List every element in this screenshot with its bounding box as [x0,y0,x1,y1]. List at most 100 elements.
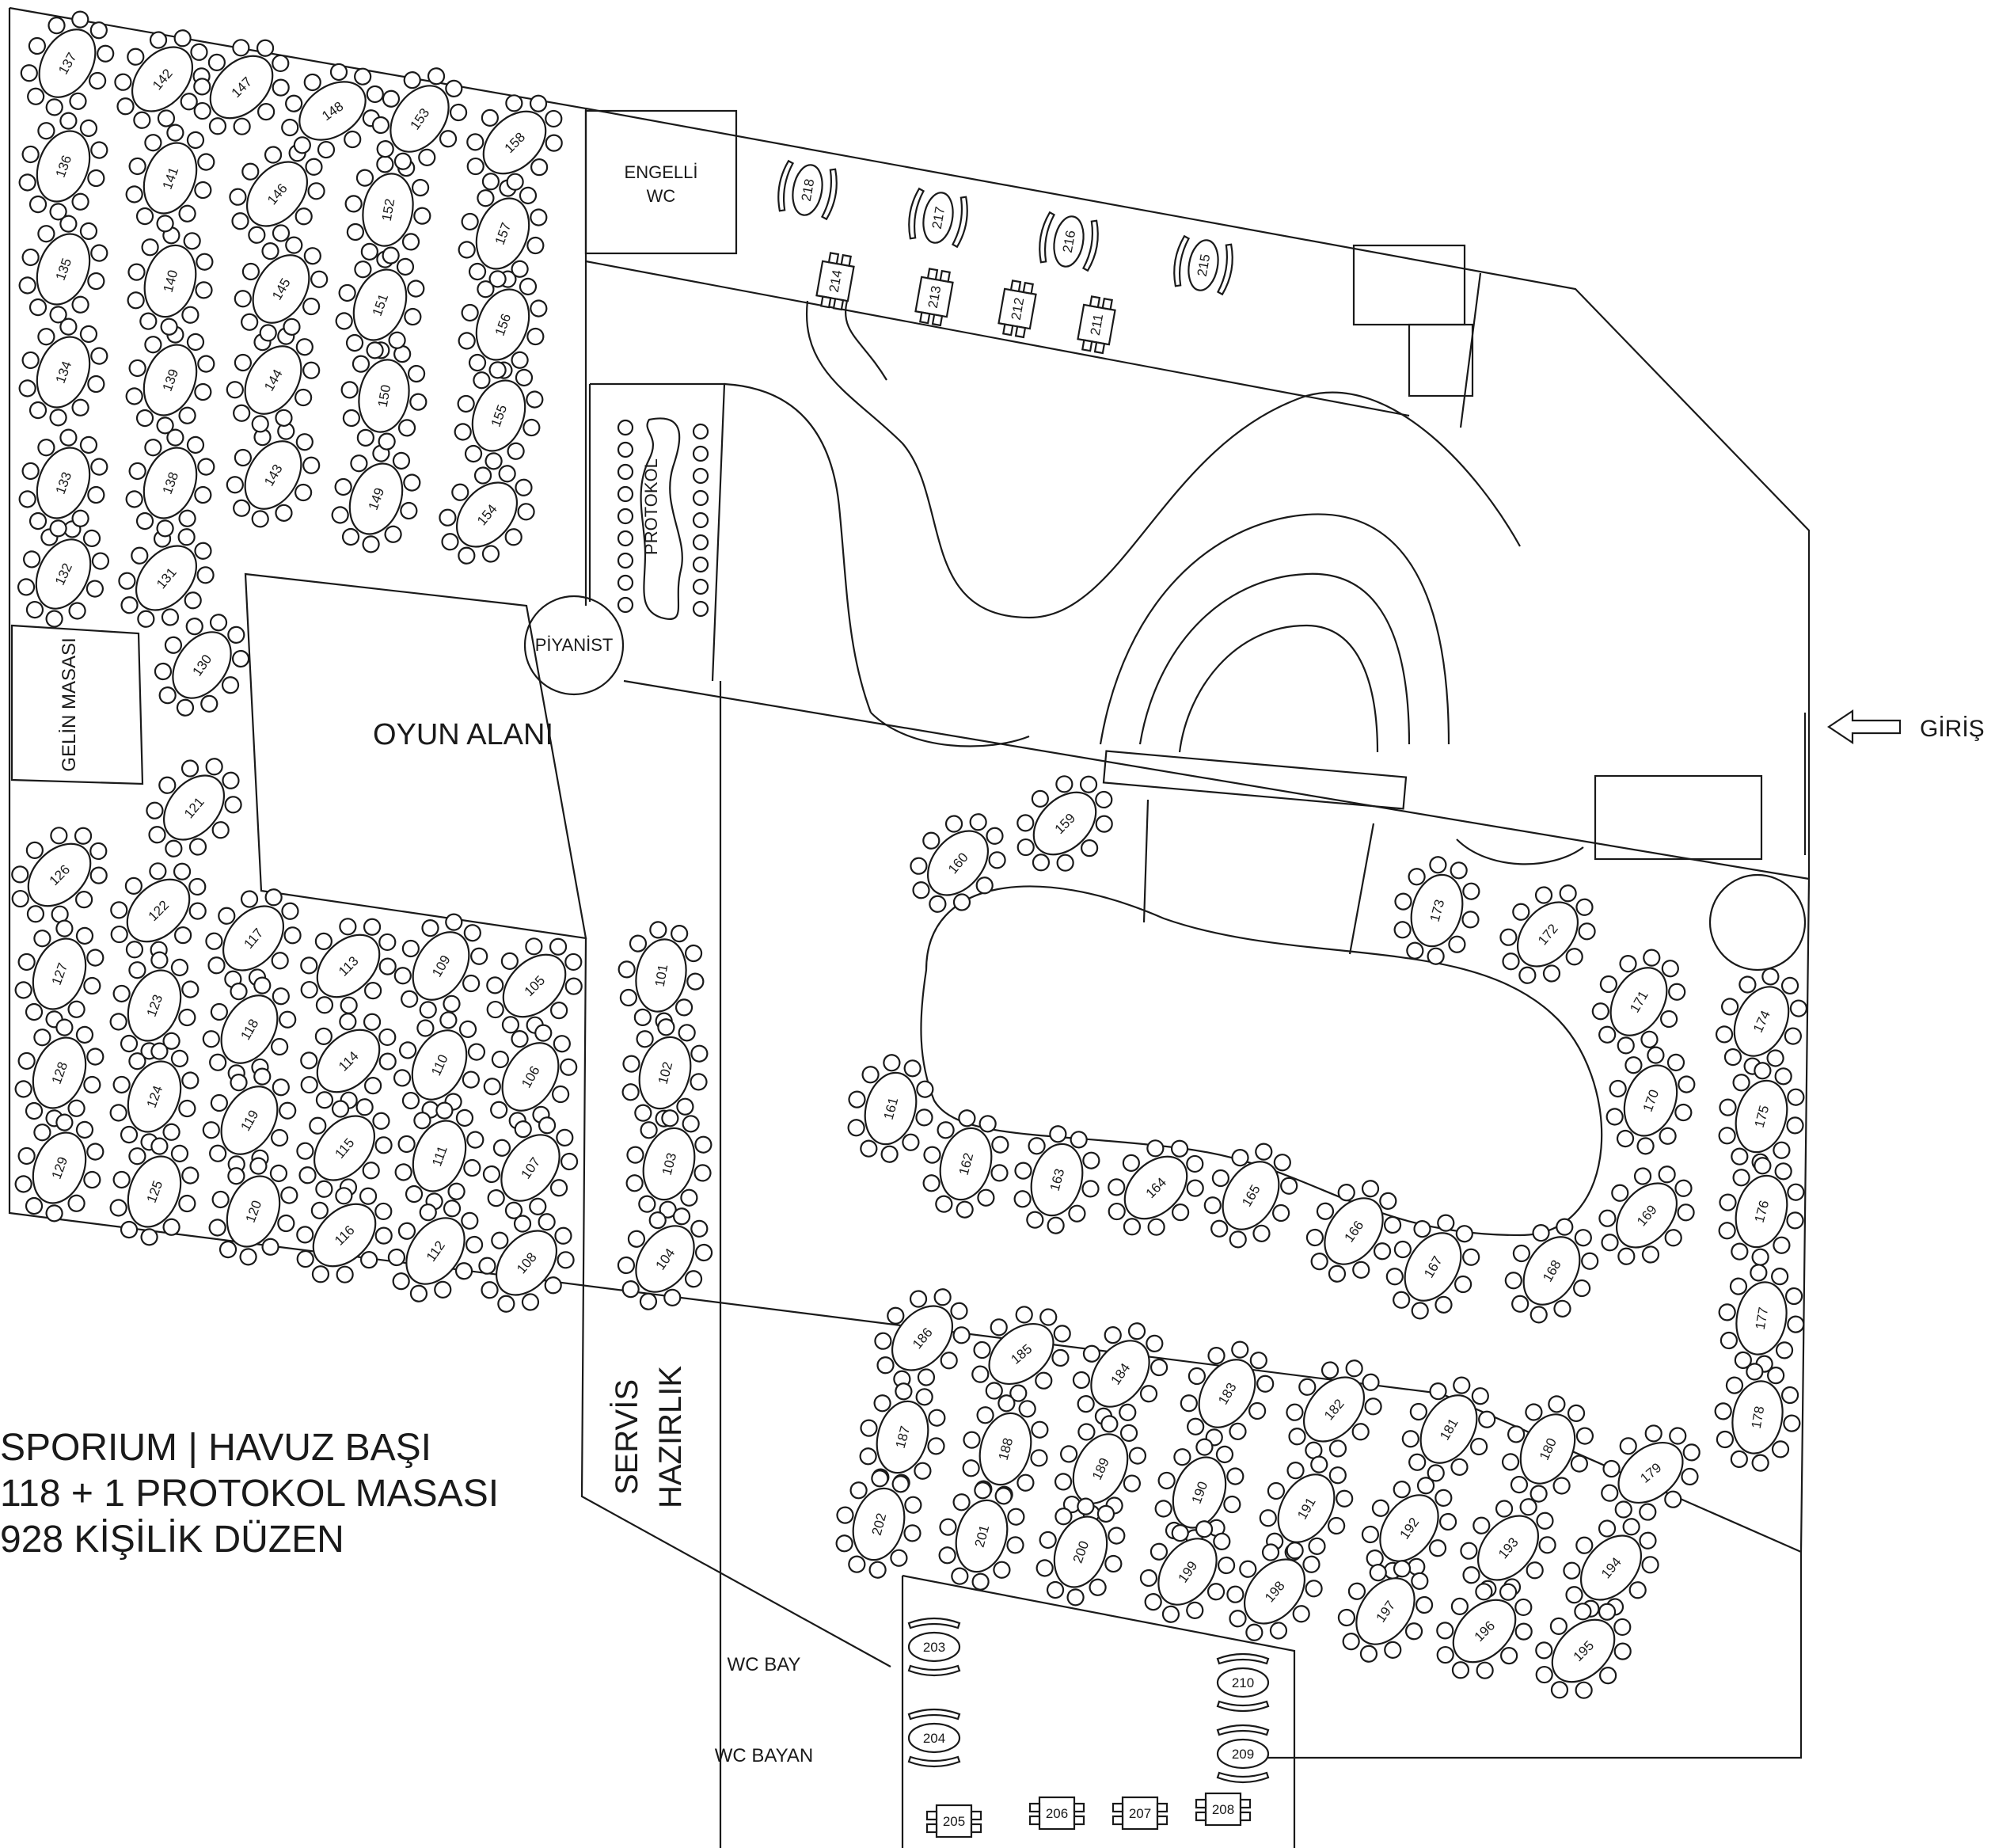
round-table-193[interactable]: 193 [1442,1481,1575,1616]
round-table-157[interactable]: 157 [445,169,561,297]
round-table-140[interactable]: 140 [116,219,226,343]
round-table-168[interactable]: 168 [1488,1204,1615,1337]
round-table-176[interactable]: 176 [1707,1150,1817,1273]
round-table-198[interactable]: 198 [1208,1524,1341,1660]
round-table-112[interactable]: 112 [370,1184,500,1318]
square-table-207[interactable]: 207 [1112,1796,1168,1831]
round-table-197[interactable]: 197 [1320,1544,1450,1679]
round-table-190[interactable]: 190 [1142,1428,1258,1556]
round-table-164[interactable]: 164 [1089,1120,1223,1255]
round-table-152[interactable]: 152 [336,151,439,269]
round-table-114[interactable]: 114 [281,994,416,1128]
round-table-185[interactable]: 185 [954,1287,1089,1420]
round-table-119[interactable]: 119 [186,1054,313,1187]
round-table-108[interactable]: 108 [460,1196,593,1331]
round-table-126[interactable]: 126 [0,808,127,942]
round-table-148[interactable]: 148 [265,46,400,176]
round-table-125[interactable]: 125 [97,1127,213,1255]
round-table-202[interactable]: 202 [824,1462,934,1586]
round-table-137[interactable]: 137 [4,0,131,130]
round-table-115[interactable]: 115 [278,1081,411,1216]
sofa-table-218[interactable]: 218 [775,159,840,221]
round-table-183[interactable]: 183 [1164,1327,1290,1460]
round-table-141[interactable]: 141 [112,114,229,241]
sofa-table-217[interactable]: 217 [906,187,971,249]
round-table-147[interactable]: 147 [174,20,309,154]
sofa-table-216[interactable]: 216 [1036,211,1101,272]
round-table-166[interactable]: 166 [1289,1164,1419,1299]
round-table-136[interactable]: 136 [6,102,122,230]
round-table-105[interactable]: 105 [467,918,602,1053]
round-table-163[interactable]: 163 [1002,1118,1112,1242]
round-table-150[interactable]: 150 [332,337,435,455]
round-table-192[interactable]: 192 [1344,1461,1474,1595]
round-table-135[interactable]: 135 [6,205,122,333]
round-table-161[interactable]: 161 [836,1047,946,1170]
round-table-129[interactable]: 129 [2,1104,118,1231]
round-table-103[interactable]: 103 [614,1102,724,1226]
round-table-138[interactable]: 138 [112,419,229,546]
round-table-160[interactable]: 160 [891,796,1024,931]
round-table-180[interactable]: 180 [1487,1383,1609,1514]
round-table-182[interactable]: 182 [1267,1342,1400,1477]
round-table-153[interactable]: 153 [355,51,484,186]
round-table-158[interactable]: 158 [447,75,582,210]
round-table-113[interactable]: 113 [281,899,416,1033]
sofa-table-203[interactable]: 203 [907,1617,961,1677]
square-table-213[interactable]: 213 [914,268,954,327]
square-table-214[interactable]: 214 [815,252,855,311]
sofa-table-204[interactable]: 204 [907,1708,961,1768]
round-table-118[interactable]: 118 [186,963,313,1096]
round-table-174[interactable]: 174 [1700,956,1822,1086]
round-table-116[interactable]: 116 [277,1168,412,1302]
square-table-208[interactable]: 208 [1195,1792,1252,1827]
round-table-144[interactable]: 144 [210,314,336,447]
round-table-171[interactable]: 171 [1575,935,1702,1068]
round-table-142[interactable]: 142 [96,12,229,147]
round-table-101[interactable]: 101 [610,917,712,1035]
round-table-110[interactable]: 110 [378,999,500,1130]
round-table-191[interactable]: 191 [1243,1442,1370,1575]
round-table-199[interactable]: 199 [1123,1504,1252,1639]
round-table-121[interactable]: 121 [127,740,260,876]
round-table-127[interactable]: 127 [2,910,118,1037]
round-table-133[interactable]: 133 [6,419,122,546]
sofa-table-209[interactable]: 209 [1216,1724,1270,1784]
round-table-200[interactable]: 200 [1023,1488,1139,1615]
round-table-154[interactable]: 154 [420,447,553,583]
round-table-146[interactable]: 146 [211,127,344,262]
round-table-186[interactable]: 186 [856,1271,989,1406]
round-table-107[interactable]: 107 [466,1101,595,1235]
round-table-181[interactable]: 181 [1385,1363,1512,1496]
round-table-122[interactable]: 122 [91,843,226,978]
round-table-131[interactable]: 131 [100,511,233,646]
round-table-128[interactable]: 128 [2,1009,118,1136]
round-table-162[interactable]: 162 [911,1102,1021,1226]
round-table-155[interactable]: 155 [441,352,557,479]
round-table-195[interactable]: 195 [1516,1584,1651,1718]
round-table-169[interactable]: 169 [1580,1148,1713,1283]
round-table-143[interactable]: 143 [210,409,336,542]
protokol-table[interactable] [617,417,709,620]
round-table-201[interactable]: 201 [927,1474,1037,1598]
round-table-104[interactable]: 104 [600,1192,730,1326]
sofa-table-210[interactable]: 210 [1216,1652,1270,1713]
round-table-134[interactable]: 134 [6,308,122,435]
round-table-170[interactable]: 170 [1593,1036,1709,1164]
square-table-211[interactable]: 211 [1076,295,1116,355]
round-table-177[interactable]: 177 [1710,1260,1812,1378]
square-table-205[interactable]: 205 [925,1804,982,1838]
round-table-173[interactable]: 173 [1382,849,1492,972]
square-table-212[interactable]: 212 [997,279,1037,339]
round-table-132[interactable]: 132 [2,508,124,639]
round-table-139[interactable]: 139 [112,316,229,443]
round-table-117[interactable]: 117 [187,871,320,1006]
round-table-109[interactable]: 109 [378,899,504,1032]
round-table-124[interactable]: 124 [97,1032,213,1160]
round-table-120[interactable]: 120 [196,1147,312,1275]
round-table-130[interactable]: 130 [137,598,267,732]
sofa-table-215[interactable]: 215 [1171,234,1236,296]
round-table-165[interactable]: 165 [1188,1129,1314,1262]
round-table-111[interactable]: 111 [382,1092,498,1219]
round-table-151[interactable]: 151 [322,241,439,368]
